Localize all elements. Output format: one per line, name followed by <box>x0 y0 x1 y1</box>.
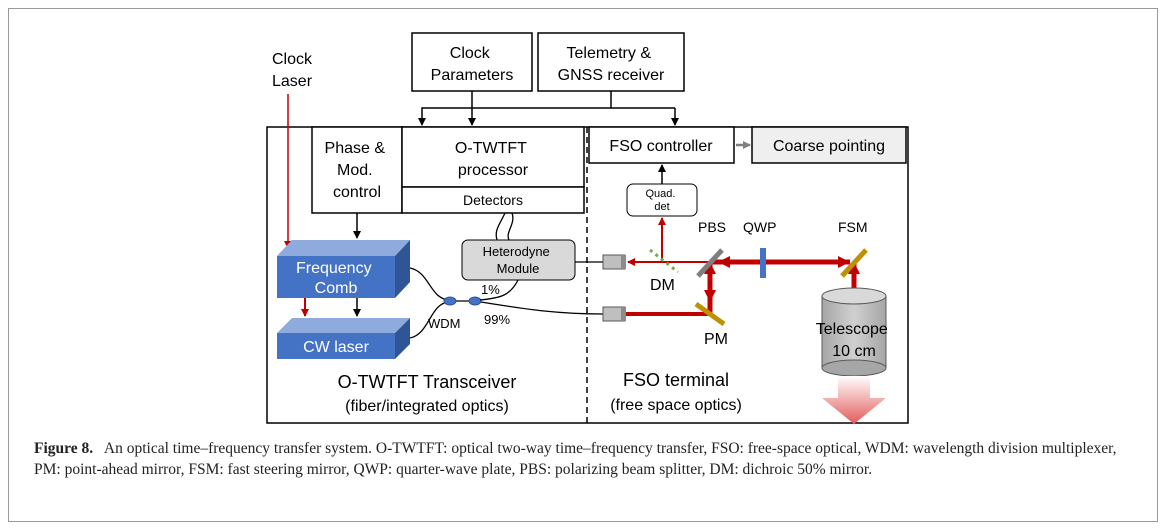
splitter-coupler <box>468 296 482 306</box>
quad-det-label: Quad. det <box>645 188 678 213</box>
collimator-receive <box>602 254 626 270</box>
detector-fiber-1 <box>495 212 506 241</box>
otwtft-processor-label: O-TWTFT processor <box>455 140 531 179</box>
fso-controller-label: FSO controller <box>609 138 713 155</box>
phase-mod-control-label: Phase & Mod. control <box>325 140 390 201</box>
transceiver-title: O-TWTFT Transceiver <box>338 372 517 392</box>
split-1-label: 1% <box>481 282 500 297</box>
pbs-element <box>696 248 724 278</box>
clock-parameters-label: Clock Parameters <box>431 45 514 84</box>
one-percent-fiber <box>479 279 519 301</box>
detectors-label: Detectors <box>463 192 523 208</box>
telescope-label: Telescope 10 cm <box>816 321 893 360</box>
comb-fiber <box>409 267 451 301</box>
detectors-box <box>401 186 585 214</box>
cw-laser-label: CW laser <box>303 339 369 356</box>
otwtft-processor-box <box>401 126 585 188</box>
pbs-label: PBS <box>698 219 726 235</box>
telemetry-label: Telemetry & GNSS receiver <box>558 45 665 84</box>
heterodyne-module-label: Heterodyne Module <box>483 244 554 276</box>
split-99-label: 99% <box>484 312 510 327</box>
figure-label: Figure 8. <box>34 440 94 457</box>
clock-laser-label: Clock Laser <box>272 51 316 90</box>
dm-element <box>649 248 679 274</box>
qwp-label: QWP <box>743 219 776 235</box>
fsm-element <box>840 248 868 278</box>
telescope <box>821 287 887 377</box>
terminal-title: FSO terminal <box>623 370 729 390</box>
qwp-element <box>760 248 766 278</box>
heterodyne-module-box <box>461 239 576 281</box>
telemetry-box <box>537 32 685 92</box>
wdm-label: WDM <box>428 316 461 331</box>
frequency-comb-label: Frequency Comb <box>296 260 376 297</box>
dm-label: DM <box>650 277 675 294</box>
terminal-subtitle: (free space optics) <box>610 397 742 414</box>
telemetry-to-processor-arrow <box>418 91 612 126</box>
pm-element <box>694 301 726 327</box>
output-beam-arrow <box>822 376 886 424</box>
cw-laser-block <box>277 318 410 359</box>
coarse-pointing-box <box>751 126 907 164</box>
wdm-coupler <box>443 296 457 306</box>
pm-label: PM <box>704 331 728 348</box>
caption-text: An optical time–frequency transfer syste… <box>34 440 1117 478</box>
fsm-label: FSM <box>838 219 868 235</box>
figure-caption: Figure 8. An optical time–frequency tran… <box>34 438 1134 480</box>
fso-controller-box <box>588 126 735 164</box>
ninety-nine-percent-fiber <box>480 301 604 315</box>
coarse-pointing-label: Coarse pointing <box>773 138 885 155</box>
figure-frame <box>8 8 1158 522</box>
collimator-transmit <box>602 306 626 322</box>
detector-fiber-2 <box>507 212 514 241</box>
frequency-comb-block <box>277 240 410 298</box>
transceiver-subtitle: (fiber/integrated optics) <box>345 398 509 415</box>
